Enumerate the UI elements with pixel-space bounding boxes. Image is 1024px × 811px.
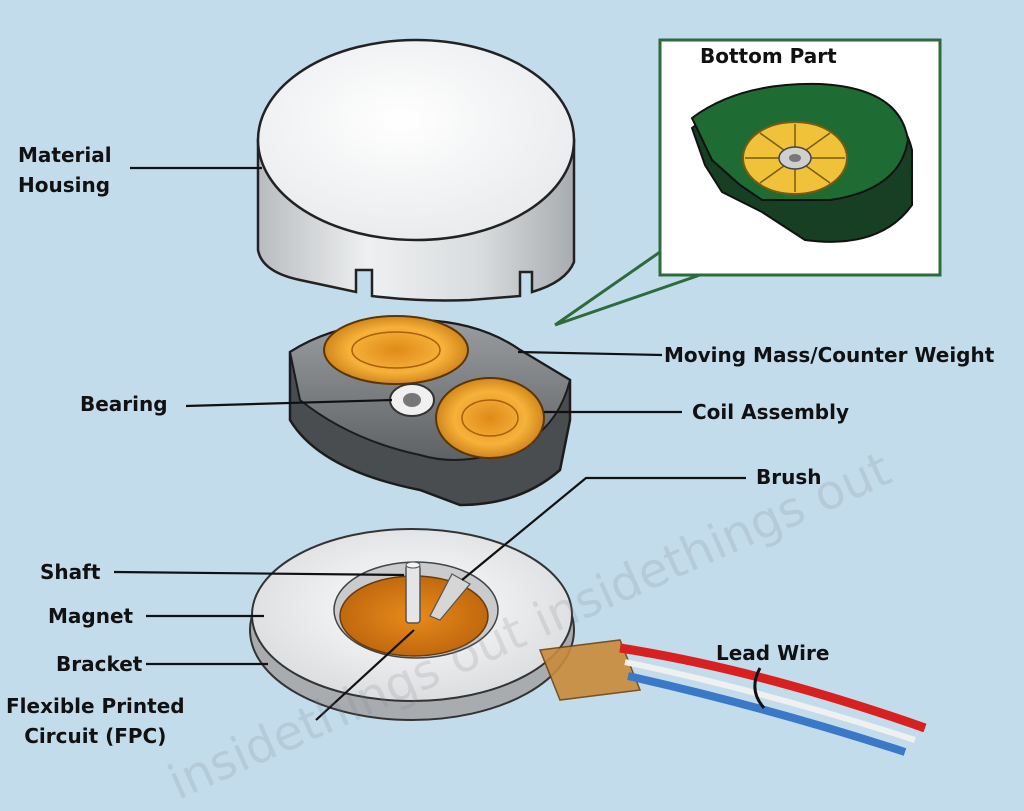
label-moving-mass: Moving Mass/Counter Weight xyxy=(664,343,995,367)
label-lead-wire: Lead Wire xyxy=(716,641,830,665)
label-brush: Brush xyxy=(756,465,822,489)
label-shaft: Shaft xyxy=(40,560,101,584)
leader-shaft xyxy=(113,570,405,577)
inset-title: Bottom Part xyxy=(700,44,837,68)
base-bracket-assembly xyxy=(249,528,927,756)
leader-fpc xyxy=(315,629,415,721)
leader-bearing xyxy=(185,398,393,408)
diagram-canvas: insidethings out insidethings out Bottom… xyxy=(6,38,995,811)
inset-bottom-part xyxy=(554,38,942,327)
exploded-vibration-motor-drawing xyxy=(113,38,942,756)
label-coil-assembly: Coil Assembly xyxy=(692,400,849,424)
leader-lines xyxy=(113,166,746,721)
leader-moving-mass xyxy=(517,350,663,357)
material-housing xyxy=(256,38,576,302)
label-bearing: Bearing xyxy=(80,392,168,416)
label-material-housing: Material Housing xyxy=(18,143,112,197)
label-bracket: Bracket xyxy=(56,652,143,676)
moving-mass-assembly xyxy=(288,315,572,507)
label-magnet: Magnet xyxy=(48,604,134,628)
leader-brush xyxy=(461,476,746,581)
label-fpc: Flexible Printed Circuit (FPC) xyxy=(6,694,185,748)
